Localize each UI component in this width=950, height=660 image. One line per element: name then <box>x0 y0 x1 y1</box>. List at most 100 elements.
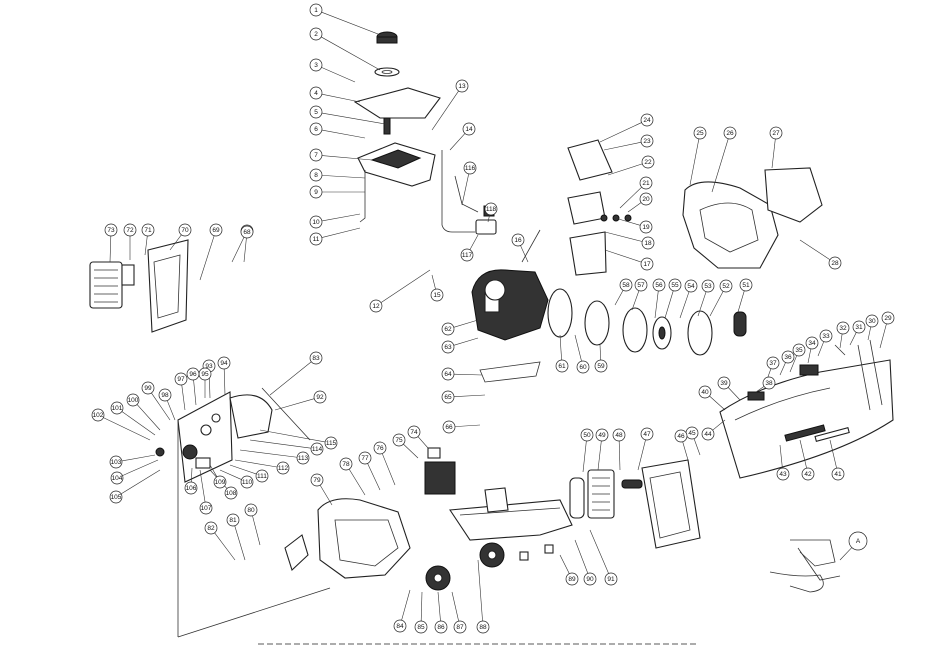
callout-21: 21 <box>639 176 653 190</box>
leader-line <box>487 214 490 223</box>
callout-number: 38 <box>765 380 773 387</box>
callout-95: 95 <box>198 367 212 381</box>
callout-circle <box>186 367 200 381</box>
callout-circle <box>126 393 140 407</box>
callout-number: 114 <box>312 446 323 453</box>
callout-10: 10 <box>309 215 323 229</box>
callout-number: 101 <box>112 405 123 412</box>
leader-line <box>574 539 589 574</box>
callout-37: 37 <box>766 356 780 370</box>
callout-81: 81 <box>226 513 240 527</box>
callout-circle <box>407 425 421 439</box>
callout-57: 57 <box>634 278 648 292</box>
leader-line <box>319 484 333 506</box>
callout-number: 4 <box>314 90 318 97</box>
leader-line <box>712 419 726 431</box>
engine-block <box>471 269 549 341</box>
callout-circle <box>110 471 124 485</box>
leader-line <box>637 439 646 471</box>
callout-circle <box>209 223 223 237</box>
callout-circle <box>441 390 455 404</box>
callout-number: 108 <box>226 490 237 497</box>
leader-line <box>779 444 783 469</box>
callout-number: 88 <box>479 624 487 631</box>
callout-circle <box>852 320 866 334</box>
control-panel-assembly <box>155 391 273 483</box>
callout-36: 36 <box>781 350 795 364</box>
callout-number: 66 <box>445 424 453 431</box>
callout-51: 51 <box>739 278 753 292</box>
leader-line <box>417 436 429 449</box>
callout-circle <box>240 475 254 489</box>
leader-line <box>829 439 837 469</box>
callout-19: 19 <box>639 220 653 234</box>
callout-circle <box>309 215 323 229</box>
callout-16: 16 <box>511 233 525 247</box>
callout-number: 79 <box>313 477 321 484</box>
callout-113: 113 <box>296 451 310 465</box>
leader-line <box>151 392 171 421</box>
callout-1: 1 <box>309 3 323 17</box>
callout-114: 114 <box>310 442 324 456</box>
callout-number: 105 <box>111 494 122 501</box>
leader-line <box>234 459 278 468</box>
callout-50: 50 <box>580 428 594 442</box>
callout-circle <box>184 481 198 495</box>
callout-circle <box>309 105 323 119</box>
leader-line <box>697 291 707 317</box>
leader-line <box>737 290 745 313</box>
leader-line <box>269 361 312 396</box>
callout-circle <box>781 350 795 364</box>
callout-number: 20 <box>642 196 650 203</box>
callout-65: 65 <box>441 390 455 404</box>
callout-circle <box>434 620 448 634</box>
callout-circle <box>324 436 338 450</box>
leader-line <box>604 231 643 242</box>
leader-line <box>136 404 161 431</box>
callout-circle <box>576 360 590 374</box>
callout-circle <box>213 475 227 489</box>
callout-A: A <box>848 531 868 551</box>
callout-number: 34 <box>808 340 816 347</box>
leader-line <box>193 379 197 406</box>
callout-number: 98 <box>161 392 169 399</box>
leader-line <box>679 291 690 319</box>
leader-line <box>380 269 431 303</box>
callout-45: 45 <box>685 426 699 440</box>
callout-27: 27 <box>769 126 783 140</box>
callout-number: 55 <box>671 282 679 289</box>
callout-number: 90 <box>586 576 594 583</box>
leader-line <box>604 249 642 263</box>
callout-circle <box>178 223 192 237</box>
handle-bracket-part <box>284 534 309 571</box>
callout-number: 52 <box>722 283 730 290</box>
callout-6: 6 <box>309 122 323 136</box>
leader-line <box>589 529 609 574</box>
callout-109: 109 <box>213 475 227 489</box>
callout-number: 11 <box>313 236 320 243</box>
callout-circle <box>604 572 618 586</box>
callout-number: 39 <box>720 380 728 387</box>
callout-number: 15 <box>433 292 441 299</box>
callout-15: 15 <box>430 288 444 302</box>
callout-circle <box>309 3 323 17</box>
cap-gasket-part <box>374 67 400 77</box>
leader-line <box>321 155 373 161</box>
leader-line <box>559 334 562 361</box>
callout-number: 89 <box>568 576 576 583</box>
left-side-cover <box>317 498 411 579</box>
callout-circle <box>698 385 712 399</box>
callout-number: 37 <box>769 360 777 367</box>
leader-line <box>234 525 246 561</box>
callout-circle <box>462 122 476 136</box>
muffler-assembly <box>521 139 632 276</box>
callout-circle <box>441 340 455 354</box>
callout-number: 107 <box>201 505 212 512</box>
callout-number: 99 <box>144 385 152 392</box>
callout-circle <box>640 427 654 441</box>
callout-circle <box>555 359 569 373</box>
callout-116: 116 <box>463 161 477 175</box>
callout-number: 91 <box>607 576 615 583</box>
callout-90: 90 <box>583 572 597 586</box>
